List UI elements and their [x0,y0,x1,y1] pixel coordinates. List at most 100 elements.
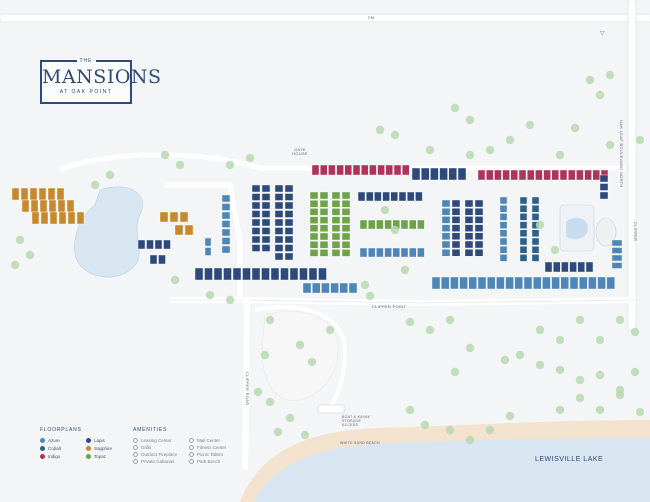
north-arrow-icon: ▽ [600,31,605,37]
building-lapis [261,218,271,227]
building-sapphire [30,199,39,213]
road-label-west: CLIPPER ROAD [245,372,250,406]
pond [74,186,143,278]
swatch-sapphire [86,446,91,451]
dock-label: BOAT & KAYAK STORAGE ACCESS [342,415,371,427]
building-azure [606,276,615,290]
building-azure [560,276,569,290]
tree-icon [535,325,545,335]
building-lapis [398,191,407,202]
building-lapis [599,183,609,191]
building-sapphire [58,211,67,225]
tree-icon [245,153,255,163]
building-azure [392,247,400,258]
building-azure [611,254,623,262]
building-lapis [194,267,204,281]
building-lapis [137,239,146,250]
building-layer [11,164,623,294]
building-azure [514,276,523,290]
building-azure [459,276,468,290]
building-azure [384,247,392,258]
building-azure [450,276,459,290]
building-lapis [299,267,308,281]
building-indigo [369,164,377,176]
building-indigo [592,169,600,181]
tree-icon [265,397,275,407]
tree-icon [575,393,585,403]
building-topaz [341,191,351,200]
building-sapphire [49,211,58,225]
tree-icon [595,90,605,100]
building-sapphire [76,211,85,225]
building-lapis [474,199,484,208]
building-sapphire [11,187,20,201]
building-topaz [331,249,341,257]
building-topaz [319,249,329,257]
building-azure [431,276,441,290]
building-topaz [309,249,319,257]
building-lapis [474,240,484,249]
building-topaz [341,232,351,241]
tree-icon [555,335,565,345]
building-lapis [366,191,374,202]
building-lapis [223,267,232,281]
floorplan-legend: FLOORPLANS Azure Lapis Cobalt Sapphire I… [40,427,126,459]
tree-icon [595,370,605,380]
building-lapis [599,191,609,200]
lake-label: LEWISVILLE LAKE [535,456,604,463]
building-azure [499,221,508,229]
building-azure [359,247,368,258]
tree-icon [90,180,100,190]
building-indigo [568,169,576,181]
building-lapis [474,248,484,257]
tree-icon [555,150,565,160]
swatch-cobalt [40,446,45,451]
tree-icon [15,235,25,245]
building-azure [409,247,417,258]
building-sapphire [31,211,40,225]
building-indigo [352,164,361,176]
building-indigo [320,164,328,176]
building-topaz [309,208,319,216]
building-lapis [274,201,284,210]
road-label-top: FM [368,15,375,20]
tree-icon [325,325,335,335]
building-cobalt [519,204,528,213]
building-lapis [261,193,271,201]
building-lapis [451,199,461,208]
building-sapphire [40,211,49,225]
building-lapis [261,227,271,235]
tree-icon [485,425,495,435]
building-lapis [357,191,366,202]
building-cobalt [519,237,528,246]
tree-icon [555,405,565,415]
tree-icon [365,291,375,301]
building-azure [441,248,451,257]
building-cobalt [531,196,540,205]
legend-item-topaz: Topaz [86,454,126,459]
leasing-icon [133,438,138,443]
swatch-topaz [86,454,91,459]
tree-icon [10,260,20,270]
building-indigo [385,164,393,176]
building-topaz [384,219,392,230]
tree-icon [605,140,615,150]
tree-icon [595,335,605,345]
building-indigo [510,169,518,181]
tree-icon [615,315,625,325]
building-cobalt [519,213,528,221]
tree-icon [570,123,580,133]
tree-icon [505,135,515,145]
east-road [627,0,637,331]
building-lapis [274,244,284,252]
tree-icon [525,120,535,130]
building-topaz [331,199,341,208]
building-topaz [309,199,319,208]
building-lapis [544,261,553,273]
building-indigo [486,169,494,181]
building-azure [321,282,330,294]
building-cobalt [531,229,540,238]
building-lapis [457,167,467,181]
tree-icon [535,360,545,370]
building-lapis [213,267,223,281]
